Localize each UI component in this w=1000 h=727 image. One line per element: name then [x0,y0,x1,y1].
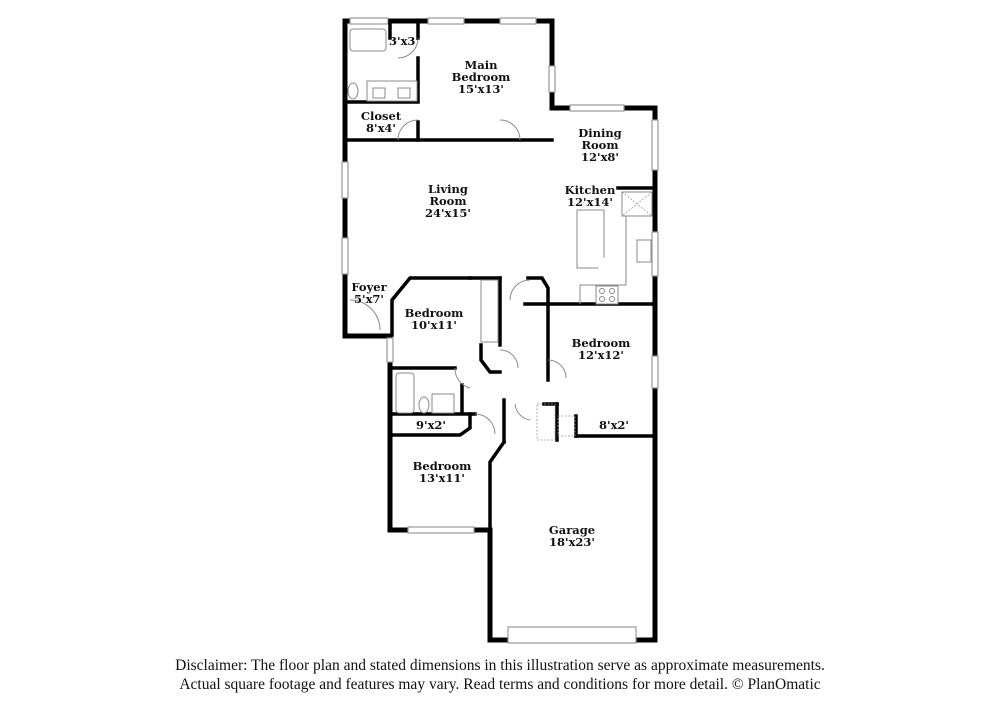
label-bedroom3-name: Bedroom [572,336,631,350]
label-9x2: 9'x2' [416,418,446,432]
label-living-dim: 24'x15' [425,206,471,220]
doors [349,37,567,435]
label-living-name-1: Living [428,182,468,196]
label-8x2: 8'x2' [599,418,629,432]
label-bedroom2-dim: 10'x11' [411,318,457,332]
toilet [347,82,359,100]
fixtures [347,28,653,441]
label-bedroom4-name: Bedroom [413,459,472,473]
label-bedroom4-dim: 13'x11' [419,471,465,485]
room-labels: 3'x3' Main Bedroom 15'x13' Closet 8'x4' … [351,34,630,549]
label-closet-dim: 8'x4' [366,121,396,135]
label-kitchen-name: Kitchen [565,183,616,197]
windows [341,17,659,644]
label-main-bedroom-dim: 15'x13' [458,82,504,96]
label-dining-name-1: Dining [578,126,621,140]
label-closet-name: Closet [361,109,402,123]
label-foyer-dim: 5'x7' [354,292,384,306]
kitchen-sink [636,239,652,263]
label-dining-name-2: Room [581,138,618,152]
closet-shelf [480,279,499,343]
label-garage-dim: 18'x23' [549,535,595,549]
bathtub-hall [395,372,415,414]
label-foyer-name: Foyer [351,280,387,294]
toilet-hall [418,396,430,414]
label-living-name-2: Room [429,194,466,208]
disclaimer-line-2: Actual square footage and features may v… [179,676,821,693]
label-garage-name: Garage [549,523,595,537]
label-kitchen-dim: 12'x14' [567,195,613,209]
disclaimer-line-1: Disclaimer: The floor plan and stated di… [175,657,825,674]
bathtub [349,28,387,52]
label-bedroom3-dim: 12'x12' [578,348,624,362]
label-3x3: 3'x3' [389,34,419,48]
kitchen-island [576,209,605,269]
interior-walls [343,19,657,532]
label-main-bedroom-name-2: Bedroom [452,70,511,84]
label-bedroom2-name: Bedroom [405,306,464,320]
vanity-hall [431,393,455,414]
disclaimer: Disclaimer: The floor plan and stated di… [0,656,1000,694]
label-main-bedroom-name-1: Main [465,58,499,72]
label-dining-dim: 12'x8' [581,150,619,164]
stove [595,285,619,305]
